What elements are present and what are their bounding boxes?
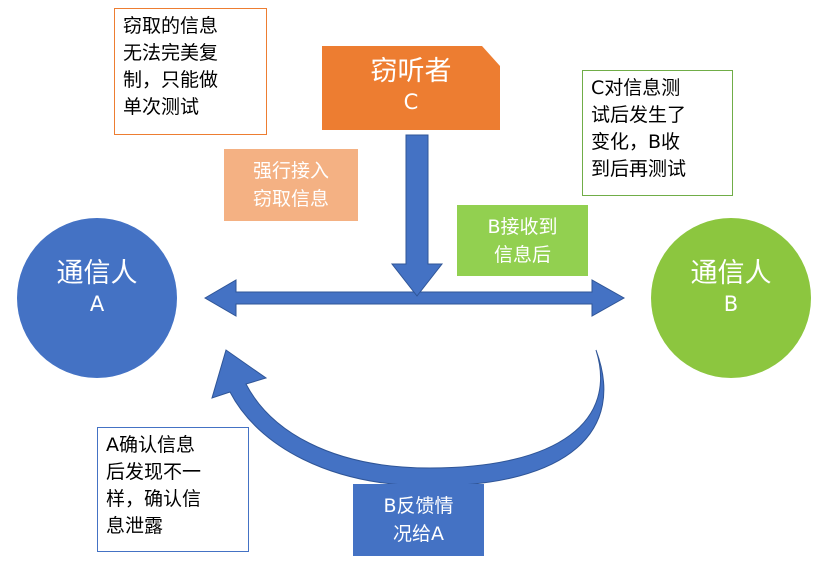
eavesdropper-label: 窃听者 C <box>322 56 500 116</box>
party-a-label: 通信人 A <box>17 258 177 318</box>
feedback-curved-arrow <box>211 349 605 487</box>
party-b-circle <box>651 218 811 378</box>
party-b-title: 通信人 <box>690 258 772 289</box>
party-a-circle <box>17 218 177 378</box>
down-arrow-c <box>390 134 444 297</box>
note-a-confirm: A确认信息 后发现不一 样，确认信 息泄露 <box>97 427 249 552</box>
party-b-letter: B <box>723 292 739 316</box>
eavesdropper-letter: C <box>403 90 419 114</box>
double-arrow-a-b <box>204 279 626 317</box>
note-c-test: C对信息测 试后发生了 变化，B收 到后再测试 <box>582 70 733 196</box>
party-b-label: 通信人 B <box>651 258 811 318</box>
eavesdropper-box <box>322 46 500 130</box>
tag-b-received: B接收到 信息后 <box>457 205 588 276</box>
party-a-title: 通信人 <box>56 258 138 289</box>
party-a-letter: A <box>89 292 105 316</box>
note-stolen-info: 窃取的信息 无法完美复 制，只能做 单次测试 <box>114 8 267 135</box>
eavesdropper-title: 窃听者 <box>370 56 452 87</box>
tag-b-feedback: B反馈情 况给A <box>353 484 484 556</box>
tag-force-intercept: 强行接入 窃取信息 <box>224 149 358 221</box>
